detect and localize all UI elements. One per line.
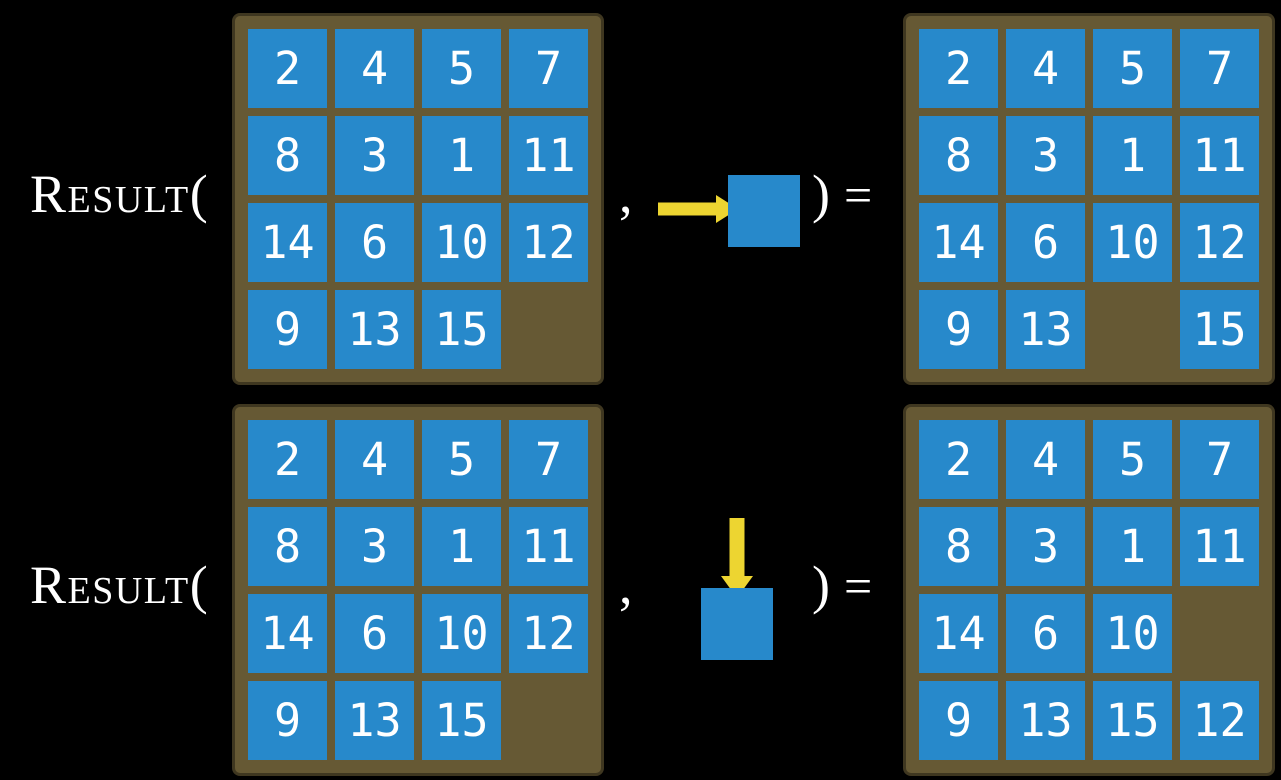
puzzle-tile-5: 5 — [1093, 29, 1172, 108]
puzzle-tile-7: 7 — [1180, 420, 1259, 499]
puzzle-tile-6: 6 — [335, 203, 414, 282]
close-paren-equals: )= — [812, 558, 872, 612]
puzzle-tile-12: 12 — [509, 203, 588, 282]
puzzle-tile-7: 7 — [509, 420, 588, 499]
puzzle-tile-10: 10 — [1093, 203, 1172, 282]
blank-cell — [509, 681, 588, 760]
equals-sign: = — [843, 167, 873, 223]
puzzle-tile-11: 11 — [509, 116, 588, 195]
puzzle-tile-9: 9 — [919, 290, 998, 369]
puzzle-tile-6: 6 — [335, 594, 414, 673]
puzzle-tile-8: 8 — [919, 116, 998, 195]
result-function-label: Result( — [30, 164, 210, 224]
equals-sign: = — [843, 558, 873, 614]
close-paren: ) — [812, 555, 830, 615]
puzzle-tile-2: 2 — [919, 29, 998, 108]
puzzle-tile-9: 9 — [248, 681, 327, 760]
down-arrow-icon — [721, 518, 753, 598]
action-move-right — [658, 175, 800, 247]
puzzle-tile-11: 11 — [509, 507, 588, 586]
close-paren-equals: )= — [812, 167, 872, 221]
puzzle-tile-13: 13 — [335, 290, 414, 369]
puzzle-tile-6: 6 — [1006, 594, 1085, 673]
comma-separator: , — [619, 555, 633, 615]
puzzle-tile-12: 12 — [1180, 681, 1259, 760]
puzzle-tile-11: 11 — [1180, 507, 1259, 586]
puzzle-tile-10: 10 — [422, 203, 501, 282]
puzzle-tile-1: 1 — [1093, 116, 1172, 195]
puzzle-tile-3: 3 — [335, 116, 414, 195]
puzzle-tile-14: 14 — [248, 203, 327, 282]
puzzle-tile-14: 14 — [919, 594, 998, 673]
puzzle-tile-13: 13 — [335, 681, 414, 760]
puzzle-tile-3: 3 — [335, 507, 414, 586]
puzzle-tile-10: 10 — [1093, 594, 1172, 673]
close-paren: ) — [812, 164, 830, 224]
puzzle-tile-4: 4 — [335, 420, 414, 499]
puzzle-tile-8: 8 — [919, 507, 998, 586]
puzzle-tile-1: 1 — [1093, 507, 1172, 586]
puzzle-tile-9: 9 — [248, 290, 327, 369]
puzzle-tile-15: 15 — [1093, 681, 1172, 760]
blank-cell — [1180, 594, 1259, 673]
puzzle-tile-3: 3 — [1006, 116, 1085, 195]
puzzle-tile-1: 1 — [422, 116, 501, 195]
puzzle-tile-4: 4 — [1006, 420, 1085, 499]
puzzle-tile-13: 13 — [1006, 681, 1085, 760]
result-function-label: Result( — [30, 555, 210, 615]
puzzle-tile-15: 15 — [422, 681, 501, 760]
puzzle-tile-15: 15 — [422, 290, 501, 369]
right-arrow-icon — [658, 195, 738, 223]
puzzle-tile-12: 12 — [1180, 203, 1259, 282]
puzzle-tile-11: 11 — [1180, 116, 1259, 195]
puzzle-tile-14: 14 — [919, 203, 998, 282]
puzzle-tile-8: 8 — [248, 116, 327, 195]
puzzle-tile-15: 15 — [1180, 290, 1259, 369]
blank-tile-square — [701, 588, 773, 660]
puzzle-tile-1: 1 — [422, 507, 501, 586]
puzzle-tile-2: 2 — [919, 420, 998, 499]
puzzle-tile-10: 10 — [422, 594, 501, 673]
action-move-down — [701, 518, 773, 660]
puzzle-tile-3: 3 — [1006, 507, 1085, 586]
puzzle-tile-6: 6 — [1006, 203, 1085, 282]
puzzle-tile-8: 8 — [248, 507, 327, 586]
puzzle-tile-5: 5 — [422, 29, 501, 108]
puzzle-tile-14: 14 — [248, 594, 327, 673]
puzzle-tile-2: 2 — [248, 29, 327, 108]
puzzle-tile-4: 4 — [335, 29, 414, 108]
comma-separator: , — [619, 164, 633, 224]
puzzle-tile-12: 12 — [509, 594, 588, 673]
puzzle-tile-7: 7 — [1180, 29, 1259, 108]
puzzle-tile-5: 5 — [422, 420, 501, 499]
puzzle-tile-13: 13 — [1006, 290, 1085, 369]
puzzle-tile-9: 9 — [919, 681, 998, 760]
puzzle-tile-5: 5 — [1093, 420, 1172, 499]
puzzle-tile-4: 4 — [1006, 29, 1085, 108]
puzzle-tile-7: 7 — [509, 29, 588, 108]
blank-tile-square — [728, 175, 800, 247]
puzzle-tile-2: 2 — [248, 420, 327, 499]
